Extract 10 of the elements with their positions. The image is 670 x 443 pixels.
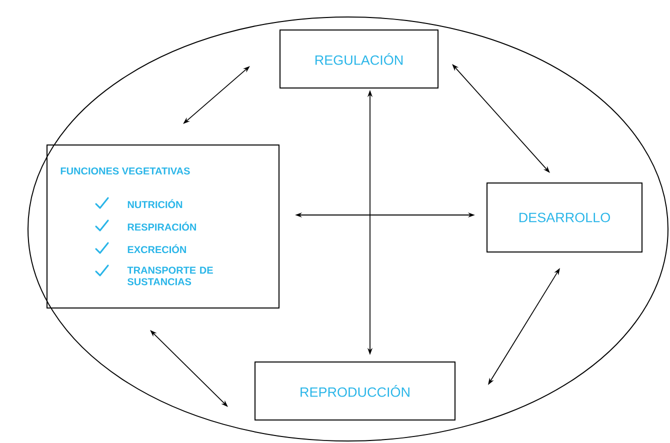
list-item: TRANSPORTE DE SUSTANCIAS — [127, 266, 213, 286]
list-item: RESPIRACIÓN — [128, 222, 196, 231]
label-box: DESARROLLO — [486, 182, 642, 252]
heading-text: FUNCIONES VEGETATIVAS — [60, 167, 190, 175]
list-item: EXCRECIÓN — [128, 244, 186, 254]
label-box: REGULACIÓN — [280, 30, 438, 88]
outer-ellipse — [28, 16, 668, 442]
function-box — [46, 144, 280, 308]
list-item: NUTRICIÓN — [128, 199, 182, 208]
label-box: REPRODUCCIÓN — [254, 362, 456, 420]
